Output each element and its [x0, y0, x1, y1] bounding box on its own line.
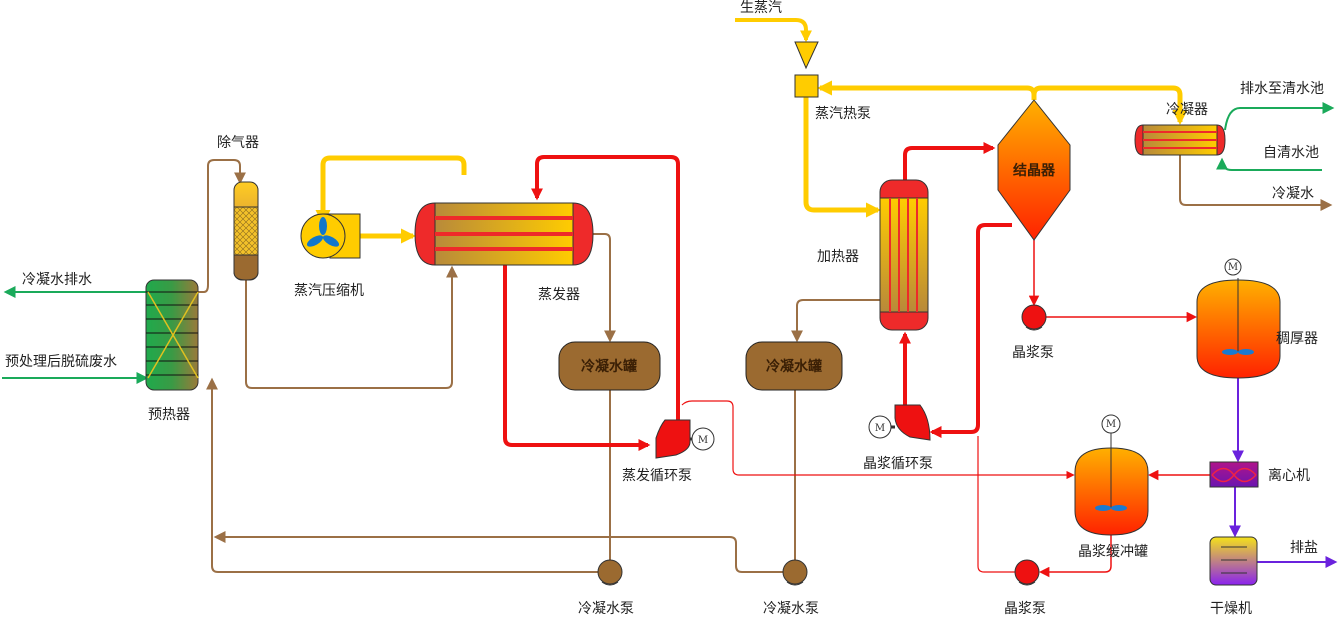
motor-icon [1101, 414, 1121, 434]
slurry-circulation-pump[interactable]: M [868, 404, 931, 441]
steam-lines [315, 18, 1188, 244]
deaerator-label: 除气器 [217, 135, 259, 151]
preheater-label: 预热器 [148, 407, 190, 423]
slurry-lines [503, 142, 1210, 578]
steam-heat-pump-label: 蒸汽热泵 [815, 106, 871, 122]
svg-text:冷凝水罐: 冷凝水罐 [581, 358, 637, 375]
pretreated-wastewater-label: 预处理后脱硫废水 [5, 354, 117, 370]
condensate-water-label: 冷凝水 [1272, 186, 1314, 202]
evaporator[interactable] [414, 202, 594, 266]
heater[interactable] [879, 179, 929, 331]
crystallizer[interactable] [997, 99, 1071, 241]
condensate-drain-label: 冷凝水排水 [22, 272, 92, 288]
centrifuge[interactable] [1209, 461, 1259, 488]
condensate-pump-2[interactable] [782, 559, 808, 586]
svg-text:M: M [1106, 419, 1116, 430]
condensate-tank-1[interactable]: 冷凝水罐 [558, 341, 661, 391]
live-steam-label: 生蒸汽 [740, 0, 782, 16]
impeller-icon [1095, 505, 1111, 511]
condensate-pump-1[interactable] [597, 559, 623, 586]
impeller-icon [1222, 349, 1238, 355]
water-lines [2, 102, 1335, 384]
motor-icon [868, 415, 892, 439]
steam-heat-pump[interactable] [794, 41, 819, 98]
labels: 冷凝水排水 预处理后脱硫废水 预热器 除气器 蒸汽压缩机 蒸发器 蒸发循环泵 冷… [5, 0, 1324, 617]
slurry-buffer-tank[interactable]: M [1074, 414, 1149, 536]
dryer[interactable] [1209, 536, 1258, 586]
from-clear-pool-label: 自清水池 [1263, 145, 1319, 161]
thickener[interactable]: M [1196, 258, 1281, 379]
slurry-pump-2[interactable] [1014, 559, 1040, 586]
thickener-label: 稠厚器 [1276, 331, 1318, 347]
fan-icon [306, 217, 340, 247]
slurry-pump-2-label: 晶浆泵 [1004, 601, 1046, 617]
drain-to-clear-pool-label: 排水至清水池 [1240, 81, 1324, 97]
slurry-circ-pump-label: 晶浆循环泵 [863, 456, 933, 472]
condenser-label: 冷凝器 [1166, 102, 1208, 118]
svg-text:M: M [698, 435, 708, 446]
heater-label: 加热器 [817, 249, 859, 265]
deaerator[interactable] [233, 181, 259, 281]
dryer-label: 干燥机 [1210, 601, 1252, 617]
slurry-pump-1[interactable] [1021, 304, 1047, 331]
condensate-pump-2-label: 冷凝水泵 [763, 601, 819, 617]
svg-text:M: M [875, 423, 885, 434]
centrifuge-label: 离心机 [1268, 467, 1310, 484]
salt-lines [1229, 378, 1338, 568]
condenser[interactable] [1134, 124, 1226, 156]
evaporator-circulation-pump[interactable]: M [655, 419, 715, 459]
preheater[interactable] [145, 279, 199, 391]
motor-icon [691, 427, 715, 451]
evap-circ-pump-label: 蒸发循环泵 [622, 468, 692, 484]
steam-compressor[interactable] [300, 213, 361, 259]
svg-text:冷凝水罐: 冷凝水罐 [766, 358, 822, 375]
svg-text:M: M [1228, 262, 1238, 273]
motor-icon [1224, 258, 1242, 276]
compressor-label: 蒸汽压缩机 [294, 283, 364, 299]
slurry-buffer-tank-label: 晶浆缓冲罐 [1078, 544, 1148, 560]
condensate-pump-1-label: 冷凝水泵 [578, 601, 634, 617]
crystallizer-label: 结晶器 [1013, 162, 1056, 179]
condensate-tank-2[interactable]: 冷凝水罐 [745, 341, 843, 391]
evaporator-label: 蒸发器 [538, 287, 580, 303]
slurry-pump-1-label: 晶浆泵 [1012, 345, 1054, 361]
salt-discharge-label: 排盐 [1290, 540, 1318, 556]
